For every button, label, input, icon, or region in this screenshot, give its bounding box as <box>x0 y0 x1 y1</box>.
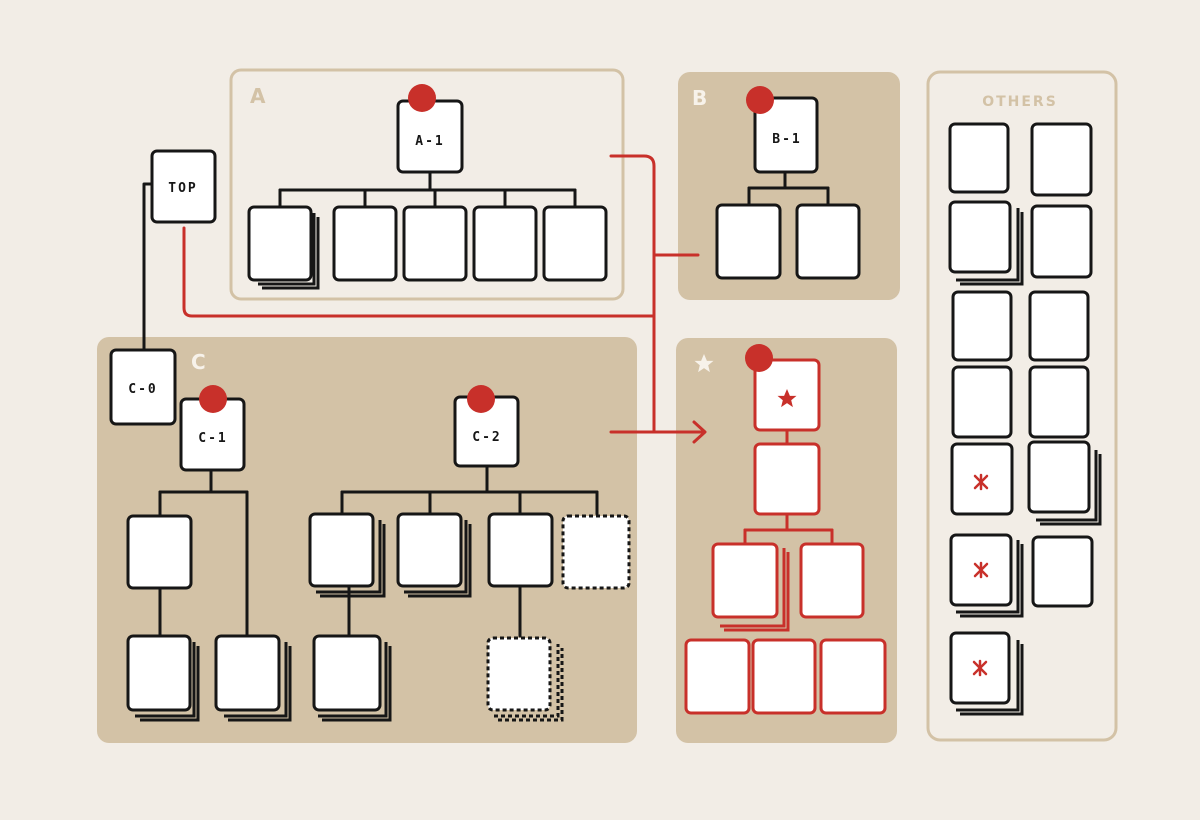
child-card <box>126 634 192 712</box>
child-card <box>819 638 887 715</box>
stack-edge <box>494 644 560 718</box>
other-card <box>1030 204 1093 279</box>
node-c1[interactable]: C-1 <box>179 385 246 472</box>
others-cards <box>948 122 1102 716</box>
pin-marker <box>408 84 436 112</box>
pin-marker <box>199 385 227 413</box>
placeholder-card <box>561 514 631 590</box>
node-b1[interactable]: B-1 <box>746 86 819 174</box>
other-card <box>1031 535 1094 608</box>
pin-marker <box>745 344 773 372</box>
placeholder-card <box>486 636 552 712</box>
other-card <box>951 365 1013 439</box>
group-a-panel <box>229 68 625 301</box>
node-c2[interactable]: C-2 <box>453 385 520 468</box>
stack-edge <box>140 646 200 722</box>
stack-edge <box>1036 450 1098 522</box>
accent-connectors <box>182 154 707 444</box>
child-card <box>312 634 382 712</box>
stack-edge <box>956 540 1020 614</box>
node-c2-label: C-2 <box>472 430 501 445</box>
stack-edge <box>322 646 392 722</box>
node-c0-label: C-0 <box>128 382 157 397</box>
other-card <box>951 290 1013 362</box>
asterisk-icon <box>973 561 989 579</box>
stack-edge <box>258 213 316 286</box>
child-card <box>753 442 821 516</box>
stack-edge <box>318 642 388 718</box>
featured-tree <box>684 358 887 715</box>
stack-edge <box>960 544 1024 618</box>
other-card <box>1028 365 1090 439</box>
stack-edge <box>960 644 1024 716</box>
group-c-label: C <box>191 350 206 374</box>
child-card <box>402 205 468 282</box>
child-card <box>751 638 817 715</box>
child-card <box>799 542 865 619</box>
other-card <box>1030 122 1093 197</box>
node-c1-label: C-1 <box>198 431 227 446</box>
child-card <box>795 203 861 280</box>
node-a1-label: A-1 <box>415 134 444 149</box>
group-a-label: A <box>250 84 266 108</box>
stack-edge <box>404 520 468 594</box>
child-card <box>542 205 608 282</box>
group-b-label: B <box>692 86 707 110</box>
featured-connectors <box>743 428 834 546</box>
stack-edge <box>956 208 1020 282</box>
stack-edge <box>1040 454 1102 526</box>
pin-marker <box>467 385 495 413</box>
node-a1[interactable]: A-1 <box>396 84 464 174</box>
node-b1-label: B-1 <box>772 132 801 147</box>
stack-edge <box>228 646 292 722</box>
node-top-label: TOP <box>168 181 197 196</box>
group-others-label: OTHERS <box>982 94 1058 110</box>
group-others-panel <box>926 70 1118 742</box>
a-children <box>247 205 608 290</box>
child-card <box>684 638 751 715</box>
b-children <box>715 203 861 280</box>
stack-edge <box>720 548 786 628</box>
stack-edge <box>408 524 472 598</box>
stack-edge <box>135 642 196 718</box>
other-card <box>1028 290 1090 362</box>
pin-marker <box>746 86 774 114</box>
child-card <box>332 205 398 282</box>
child-card <box>214 634 281 712</box>
child-card <box>308 512 375 588</box>
c-children <box>126 512 631 722</box>
stack-edge <box>320 524 386 598</box>
child-card <box>711 542 779 619</box>
asterisk-icon <box>972 659 988 677</box>
child-card <box>715 203 782 280</box>
child-card <box>487 512 554 588</box>
child-card <box>247 205 313 282</box>
stack-edge <box>956 640 1020 712</box>
node-top[interactable]: TOP <box>150 149 217 224</box>
stack-edge <box>316 520 382 594</box>
other-card <box>948 200 1012 274</box>
stack-edge <box>960 212 1024 286</box>
other-card <box>948 122 1010 194</box>
stack-edge <box>262 217 320 290</box>
stack-edge <box>498 648 564 722</box>
stack-edge <box>724 552 790 632</box>
child-card <box>126 514 193 590</box>
other-card <box>1027 440 1091 514</box>
child-card <box>472 205 538 282</box>
stack-edge <box>224 642 288 718</box>
node-c0[interactable]: C-0 <box>109 348 177 426</box>
child-card <box>396 512 463 588</box>
asterisk-icon <box>973 473 989 491</box>
